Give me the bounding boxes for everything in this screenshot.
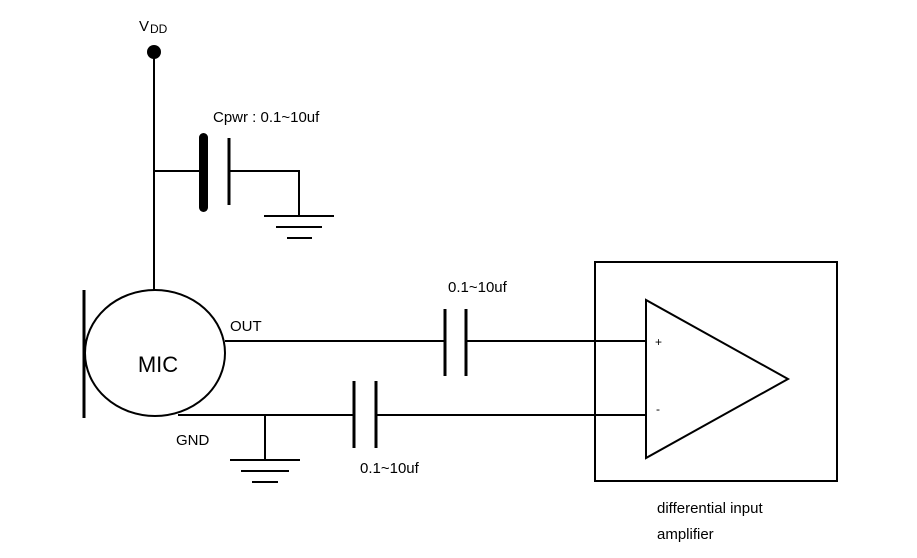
amplifier-minus-label: -: [656, 402, 660, 416]
vdd-subscript: DD: [150, 22, 168, 36]
ground-symbol-mic: [230, 459, 300, 483]
gnd-coupling-capacitor: [352, 381, 378, 448]
microphone: MIC: [82, 289, 226, 418]
cpwr-ground-wire: [229, 170, 300, 216]
out-capacitor-label: 0.1~10uf: [448, 279, 508, 296]
gnd-capacitor-label: 0.1~10uf: [360, 460, 420, 477]
cpwr-plate-positive: [199, 133, 208, 212]
amplifier-triangle: [645, 298, 791, 460]
amplifier-plus-label: +: [655, 335, 662, 349]
out-label: OUT: [230, 318, 262, 335]
amplifier-box: [594, 261, 838, 482]
cpwr-label: Cpwr : 0.1~10uf: [213, 109, 320, 126]
out-coupling-capacitor: [443, 309, 468, 376]
mic-body: [84, 289, 226, 417]
mic-label: MIC: [138, 352, 178, 377]
vdd-label: V: [139, 18, 149, 35]
amplifier-caption-line1: differential input: [657, 500, 763, 517]
amplifier-caption-line2: amplifier: [657, 526, 714, 543]
gnd-label: GND: [176, 432, 210, 449]
ground-symbol-cpwr: [264, 215, 334, 239]
